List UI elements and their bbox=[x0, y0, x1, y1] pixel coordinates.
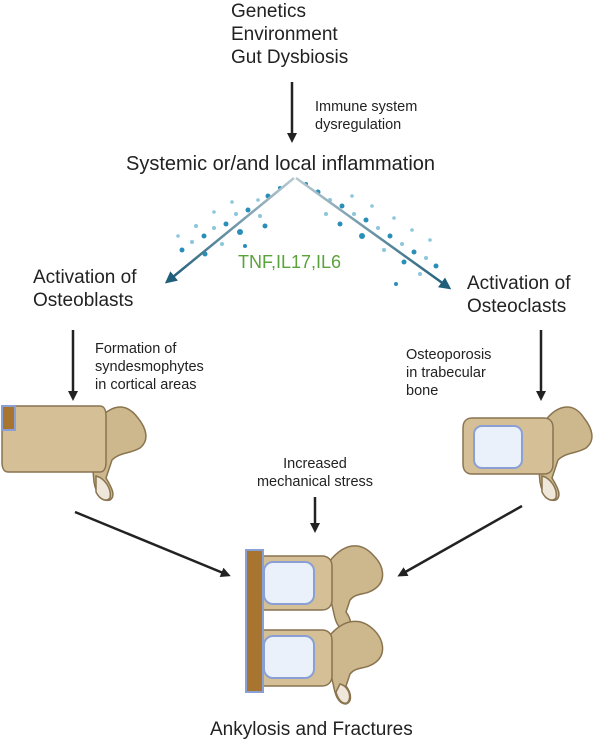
factor-genetics: Genetics bbox=[231, 1, 306, 22]
arrow-right-to-final bbox=[397, 504, 523, 577]
factor-environment: Environment bbox=[231, 24, 338, 45]
factors-list: Genetics Environment Gut Dysbiosis bbox=[231, 0, 348, 69]
vertebra-osteoporosis bbox=[462, 406, 593, 502]
arrow-to-osteoclasts bbox=[295, 176, 452, 290]
vertebra-syndesmophyte bbox=[1, 405, 147, 502]
arrow-to-osteoblasts bbox=[164, 177, 295, 284]
stress-label: Increased mechanical stress bbox=[256, 456, 374, 490]
inflammation-label: Systemic or/and local inflammation bbox=[126, 153, 436, 175]
osteoblasts-label: Activation of Osteoblasts bbox=[33, 267, 137, 311]
cytokine-particles bbox=[176, 182, 439, 286]
arrow-left-to-final bbox=[74, 510, 231, 577]
syndesmophytes-label: Formation of syndesmophytes in cortical … bbox=[95, 341, 204, 393]
immune-dysregulation-label: Immune system dysregulation bbox=[315, 99, 418, 133]
osteoclasts-label: Activation of Osteoclasts bbox=[467, 273, 571, 317]
factor-gut-dysbiosis: Gut Dysbiosis bbox=[231, 47, 349, 68]
cytokines-label: TNF,IL17,IL6 bbox=[238, 252, 342, 272]
vertebra-ankylosed-lower bbox=[255, 620, 384, 705]
outcome-label: Ankylosis and Fractures bbox=[210, 719, 413, 740]
vertebra-ankylosed-upper bbox=[255, 545, 384, 631]
ankylosis-bar bbox=[245, 549, 264, 693]
osteoporosis-label: Osteoporosis in trabecular bone bbox=[406, 347, 492, 399]
